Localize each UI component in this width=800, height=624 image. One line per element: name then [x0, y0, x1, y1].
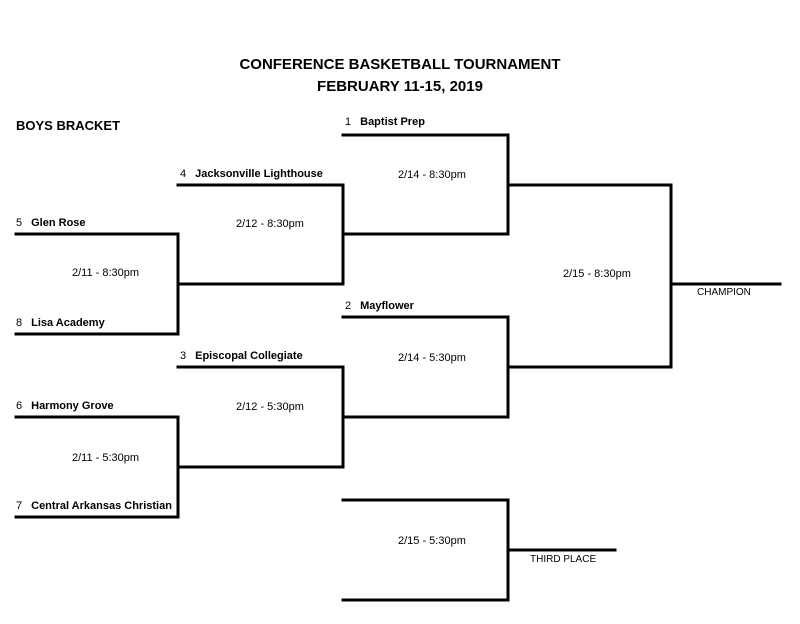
champion-label: CHAMPION: [697, 287, 751, 298]
team-seed: 6: [16, 400, 23, 412]
team-harmony-grove: 6 Harmony Grove: [16, 400, 114, 412]
team-lisa-academy: 8 Lisa Academy: [16, 317, 105, 329]
game-time-r1-bottom: 2/11 - 5:30pm: [72, 452, 140, 464]
team-baptist-prep: 1 Baptist Prep: [345, 116, 425, 128]
team-name: Jacksonville Lighthouse: [195, 168, 323, 180]
bracket-line-semi-bottom: [341, 315, 510, 419]
game-time-final: 2/15 - 8:30pm: [563, 268, 631, 280]
tournament-dates: FEBRUARY 11-15, 2019: [317, 78, 483, 95]
game-time-semi-top: 2/14 - 8:30pm: [398, 169, 466, 181]
bracket-line-r2-top: [176, 183, 345, 286]
team-name: Baptist Prep: [360, 116, 425, 128]
team-seed: 5: [16, 217, 23, 229]
bracket-line-semi-top: [341, 133, 510, 236]
game-time-r2-bottom: 2/12 - 5:30pm: [236, 401, 304, 413]
bracket-label: BOYS BRACKET: [16, 118, 121, 133]
team-name: Harmony Grove: [31, 400, 114, 412]
team-name: Central Arkansas Christian: [31, 500, 172, 512]
team-name: Mayflower: [360, 300, 414, 312]
team-seed: 4: [180, 168, 187, 180]
team-seed: 8: [16, 317, 23, 329]
bracket-line-third: [341, 498, 510, 602]
team-jacksonville-lighthouse: 4 Jacksonville Lighthouse: [180, 168, 323, 180]
tournament-title: CONFERENCE BASKETBALL TOURNAMENT: [239, 56, 561, 73]
third-place-label: THIRD PLACE: [530, 554, 597, 565]
team-glen-rose: 5 Glen Rose: [16, 217, 86, 229]
team-name: Episcopal Collegiate: [195, 350, 303, 362]
team-central-arkansas-christian: 7 Central Arkansas Christian: [16, 500, 172, 512]
game-time-semi-bottom: 2/14 - 5:30pm: [398, 352, 466, 364]
team-name: Glen Rose: [31, 217, 86, 229]
game-time-third: 2/15 - 5:30pm: [398, 535, 466, 547]
team-seed: 7: [16, 500, 23, 512]
team-seed: 2: [345, 300, 352, 312]
game-time-r1-top: 2/11 - 8:30pm: [72, 267, 140, 279]
bracket-line-r2-bottom: [176, 365, 345, 469]
game-time-r2-top: 2/12 - 8:30pm: [236, 218, 304, 230]
team-name: Lisa Academy: [31, 317, 105, 329]
team-episcopal-collegiate: 3 Episcopal Collegiate: [180, 350, 303, 362]
team-seed: 3: [180, 350, 187, 362]
team-mayflower: 2 Mayflower: [345, 300, 414, 312]
team-seed: 1: [345, 116, 352, 128]
